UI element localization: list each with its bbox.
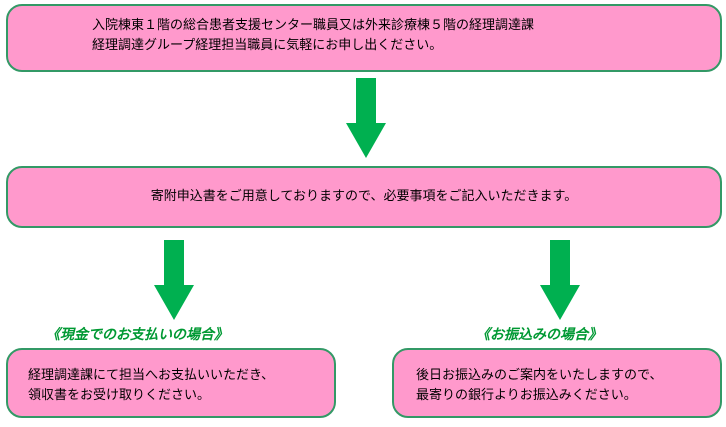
cash-payment-line-1: 経理調達課にて担当へお支払いいただき、	[28, 368, 275, 383]
step-2-text: 寄附申込書をご用意しておりますので、必要事項をご記入いただきます。	[150, 189, 578, 204]
bank-transfer-line-1: 後日お振込みのご案内をいたしますので、	[416, 368, 663, 383]
cash-payment-line-2: 領収書をお受け取りください。	[28, 388, 211, 403]
down-arrow-icon	[154, 240, 194, 320]
bank-transfer-line-2: 最寄りの銀行よりお振込みください。	[416, 388, 637, 403]
down-arrow-icon	[346, 78, 386, 158]
step-1-line-1: 入院棟東１階の総合患者支援センター職員又は外来診療棟５階の経理調達課	[92, 18, 535, 33]
step-2-box: 寄附申込書をご用意しておりますので、必要事項をご記入いただきます。	[6, 166, 722, 228]
cash-payment-box: 経理調達課にて担当へお支払いいただき、 領収書をお受け取りください。	[6, 348, 336, 418]
down-arrow-icon	[540, 240, 580, 320]
bank-transfer-heading: 《お振込みの場合》	[476, 327, 602, 343]
bank-transfer-box: 後日お振込みのご案内をいたしますので、 最寄りの銀行よりお振込みください。	[392, 348, 722, 418]
cash-payment-heading: 《現金でのお支払いの場合》	[46, 327, 228, 343]
step-1-line-2: 経理調達グループ経理担当職員に気軽にお申し出ください。	[92, 38, 443, 53]
step-1-box: 入院棟東１階の総合患者支援センター職員又は外来診療棟５階の経理調達課 経理調達グ…	[6, 4, 722, 72]
